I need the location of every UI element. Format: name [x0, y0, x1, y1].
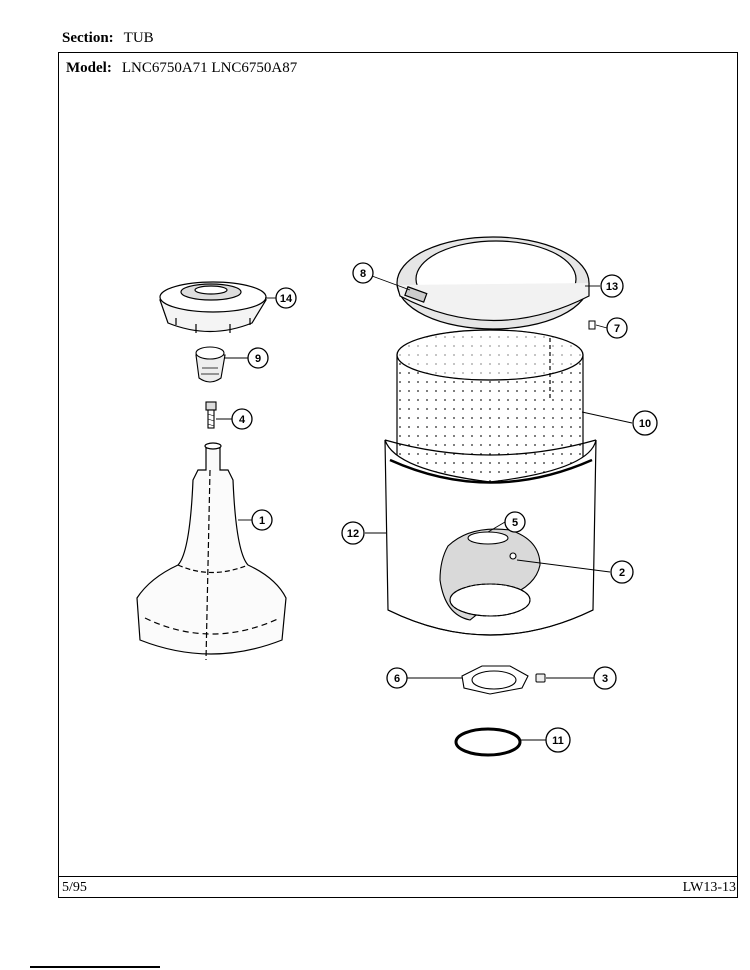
svg-text:13: 13 [606, 281, 618, 293]
callout-2: 2 [610, 560, 634, 584]
part-gasket [461, 665, 529, 695]
part-seal-ring [454, 727, 522, 757]
part-agitator [136, 442, 287, 661]
model-value: LNC6750A71 LNC6750A87 [121, 60, 298, 76]
callout-7: 7 [606, 317, 628, 339]
callout-8: 8 [352, 262, 374, 284]
svg-text:12: 12 [347, 528, 359, 540]
svg-text:1: 1 [259, 515, 265, 527]
callout-3: 3 [593, 666, 617, 690]
part-screw [588, 320, 596, 330]
diagram-frame [58, 52, 738, 898]
part-nut [535, 673, 546, 683]
part-tub-bottom-assembly [439, 528, 541, 621]
leader-lines [216, 275, 633, 741]
callout-6: 6 [386, 667, 408, 689]
callouts: 14 9 4 1 8 13 7 10 12 5 2 6 3 11 [231, 262, 658, 753]
model-heading: Model: LNC6750A71 LNC6750A87 [66, 60, 297, 77]
scan-artifact-line [30, 966, 160, 968]
callout-5: 5 [504, 511, 526, 533]
svg-text:8: 8 [360, 268, 366, 280]
callout-10: 10 [632, 410, 658, 436]
section-label: Section: [62, 30, 114, 46]
footer-rule [58, 876, 738, 877]
svg-text:9: 9 [255, 353, 261, 365]
callout-14: 14 [275, 287, 297, 309]
svg-text:6: 6 [394, 673, 400, 685]
callout-12: 12 [341, 521, 365, 545]
model-label: Model: [66, 60, 112, 76]
svg-text:3: 3 [602, 673, 608, 685]
part-cap-insert [195, 346, 226, 383]
svg-text:11: 11 [552, 735, 564, 747]
part-spin-basket [396, 329, 584, 488]
svg-text:2: 2 [619, 567, 625, 579]
page-reference: LW13-13 [682, 880, 736, 895]
callout-9: 9 [247, 347, 269, 369]
section-value: TUB [123, 30, 154, 46]
svg-text:7: 7 [614, 323, 620, 335]
part-bolt [205, 401, 217, 429]
callout-4: 4 [231, 408, 253, 430]
callout-11: 11 [545, 727, 571, 753]
svg-text:14: 14 [280, 293, 293, 305]
callout-1: 1 [251, 509, 273, 531]
svg-text:4: 4 [239, 414, 246, 426]
callout-13: 13 [600, 274, 624, 298]
svg-text:5: 5 [512, 517, 518, 529]
part-tub-ring [396, 236, 590, 330]
revision-date: 5/95 [62, 880, 87, 895]
svg-text:10: 10 [639, 418, 651, 430]
part-agitator-cap [159, 281, 268, 333]
section-heading: Section: TUB [62, 30, 154, 47]
